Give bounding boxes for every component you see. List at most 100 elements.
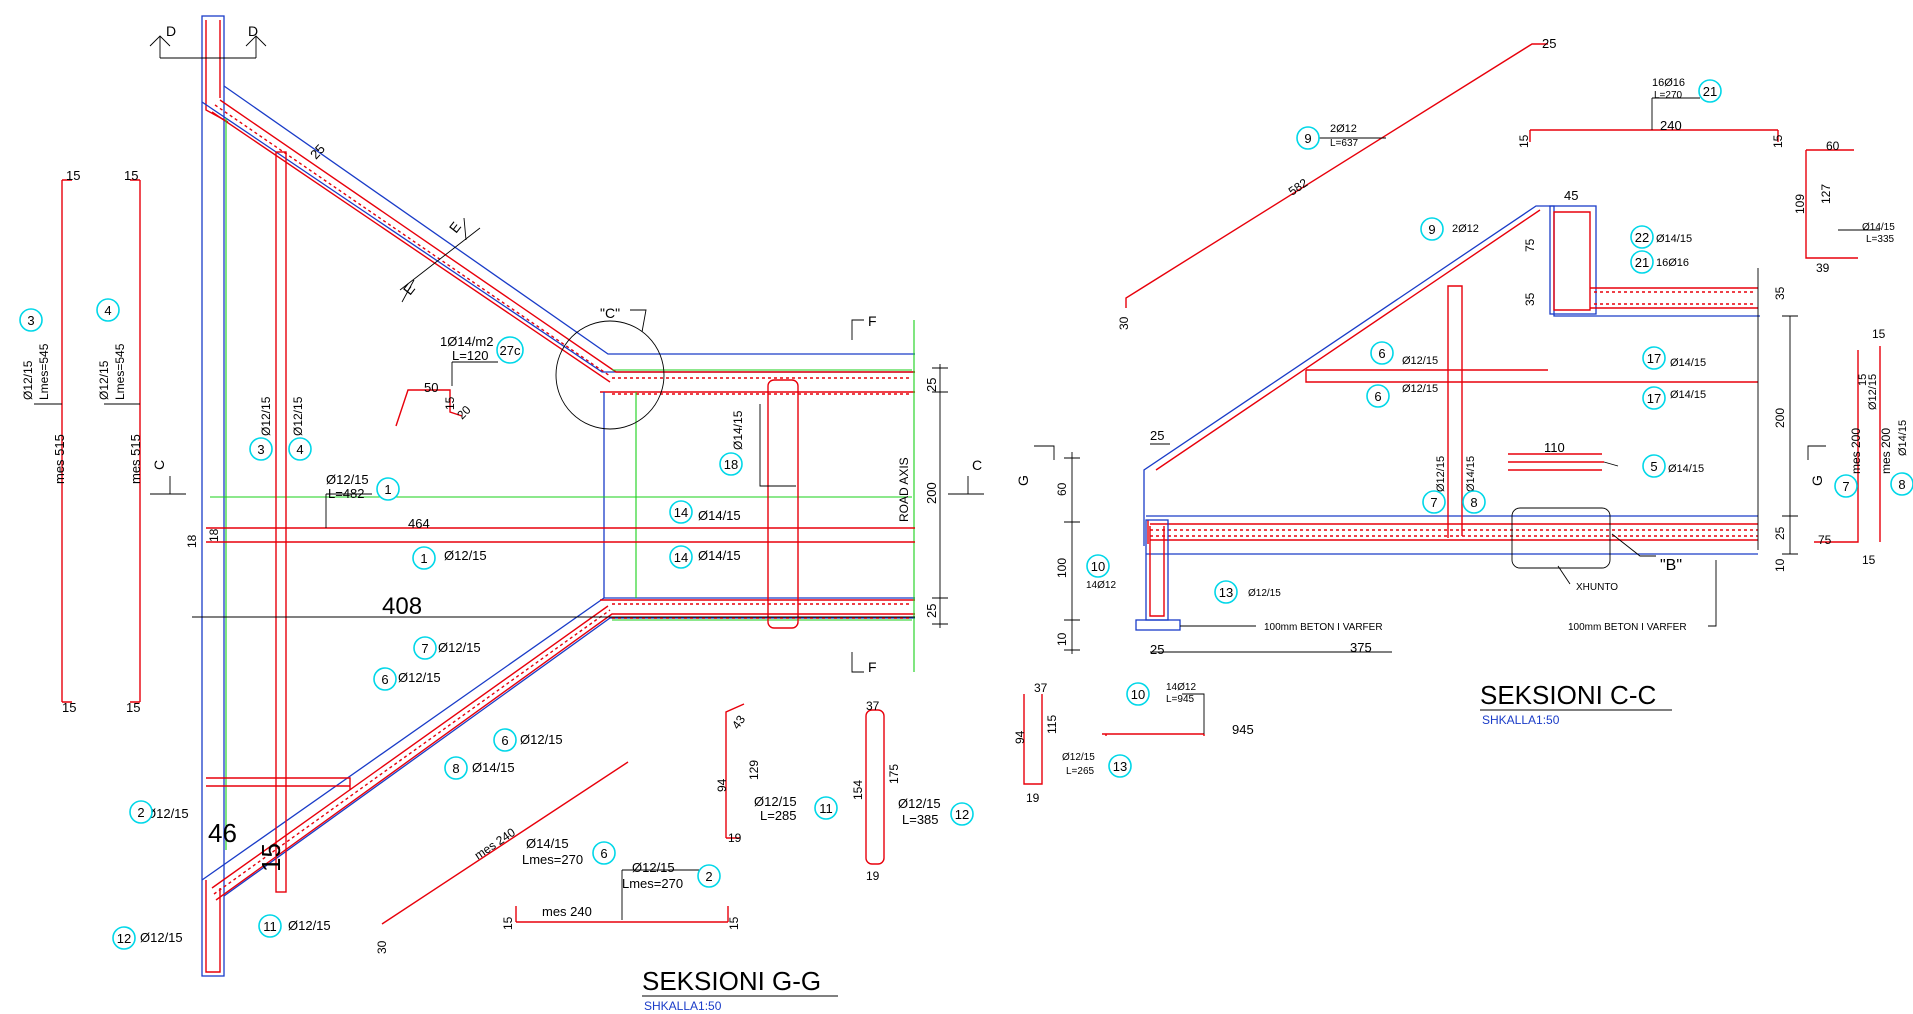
cut-c-left-marker xyxy=(150,476,186,495)
label-l385: L=385 xyxy=(902,812,939,827)
bubble-13-shape xyxy=(1108,754,1132,778)
bubble-14-top-text: 14 xyxy=(674,505,688,520)
label-10-leader xyxy=(1182,693,1205,734)
label-16d16-a: 16Ø16 xyxy=(1652,77,1685,89)
dim-25-right: 25 xyxy=(1773,526,1787,540)
dim-19-13: 19 xyxy=(1026,791,1040,805)
section-cc-scale: SHKALLA1:50 xyxy=(1482,713,1560,727)
label-d14-6: Ø14/15 xyxy=(526,836,569,851)
bubble-9-mid xyxy=(1420,217,1444,241)
label-mes240-diag: mes 240 xyxy=(472,825,518,863)
dim-110: 110 xyxy=(1544,440,1565,455)
label-d12-6a: Ø12/15 xyxy=(398,670,441,685)
shape-bar-13 xyxy=(1023,694,1043,785)
bubble-8-cc xyxy=(1462,490,1486,514)
bubble-6-shape xyxy=(592,841,616,865)
shape-bar-27c xyxy=(395,389,463,427)
dim-175: 175 xyxy=(887,764,901,784)
dim-15-78b: 15 xyxy=(1857,374,1869,386)
label-f-top: F xyxy=(868,313,877,329)
dim-25-top: 25 xyxy=(924,378,939,392)
label-d14-8-far: Ø14/15 xyxy=(1897,420,1909,456)
bubble-9-top xyxy=(1296,126,1320,150)
bubble-3-outer-text: 3 xyxy=(27,313,34,328)
dim-154: 154 xyxy=(851,780,865,800)
bubble-4-text: 4 xyxy=(296,442,303,457)
bubble-2-shape-text: 2 xyxy=(705,869,712,884)
section-gg-scale: SHKALLA1:50 xyxy=(644,999,722,1013)
label-d14-17c: Ø14/15 xyxy=(1862,222,1895,233)
label-18-leader xyxy=(759,404,796,487)
cc-wall-rebar xyxy=(1147,209,1541,544)
label-27c-leader xyxy=(451,361,498,386)
label-l120: L=120 xyxy=(452,348,489,363)
upper-slab-outline xyxy=(201,85,915,373)
foundation-rebar xyxy=(1149,526,1165,617)
label-d12-4: Ø12/15 xyxy=(291,396,305,436)
label-l637: L=637 xyxy=(1330,138,1359,149)
dim-15-78a: 15 xyxy=(1872,327,1886,341)
dim-19-12: 19 xyxy=(866,869,880,883)
label-d14-8: Ø14/15 xyxy=(472,760,515,775)
bubble-6-cc-a-text: 6 xyxy=(1378,346,1385,361)
dim-94-11: 94 xyxy=(715,778,729,792)
label-mes515-b: mes 515 xyxy=(128,434,143,484)
bubble-3 xyxy=(249,437,273,461)
bar-5 xyxy=(1508,453,1604,471)
dim-18-a: 18 xyxy=(185,534,199,548)
dim-39: 39 xyxy=(1816,261,1830,275)
label-lmes270-6: Lmes=270 xyxy=(522,852,583,867)
dim-240: 240 xyxy=(1660,118,1682,133)
bubble-1-bottom xyxy=(412,546,436,570)
bubble-13 xyxy=(1214,580,1238,604)
label-lmes545-bar4: Lmes=545 xyxy=(113,343,127,400)
label-g-left: G xyxy=(1015,475,1031,486)
dim-945: 945 xyxy=(1232,722,1254,737)
bubble-2-shape xyxy=(697,864,721,888)
label-d12-7-far: Ø12/15 xyxy=(1867,374,1879,410)
label-c-right: C xyxy=(972,457,982,473)
dim-15-far: 15 xyxy=(1862,553,1876,567)
bubble-14-top xyxy=(669,500,693,524)
dim-60: 60 xyxy=(1055,482,1069,496)
cut-c-right-marker xyxy=(948,476,984,495)
bubble-6-a xyxy=(373,667,397,691)
bubble-8-far-text: 8 xyxy=(1898,477,1905,492)
bar-2 xyxy=(206,777,351,790)
dim-100: 100 xyxy=(1055,558,1069,578)
label-14d12-b: 14Ø12 xyxy=(1166,682,1196,693)
detail-c-circle xyxy=(555,320,665,430)
section-gg-title: SEKSIONI G-G xyxy=(642,966,821,996)
bubble-22 xyxy=(1630,225,1654,249)
bubble-10-shape-text: 10 xyxy=(1131,687,1145,702)
dim-35-right: 35 xyxy=(1773,286,1787,300)
label-d12-1: Ø12/15 xyxy=(326,472,369,487)
dim-20-27c: 20 xyxy=(454,403,474,423)
dim-15-a: 15 xyxy=(66,168,80,183)
bubble-14-bottom xyxy=(669,545,693,569)
label-d14-17a: Ø14/15 xyxy=(1670,357,1706,369)
shape-bar-21 xyxy=(1529,129,1779,142)
bubble-27c xyxy=(496,336,524,364)
label-27c-spacing: 1Ø14/m2 xyxy=(440,334,493,349)
bubble-4-outer xyxy=(96,298,120,322)
dim-15-b: 15 xyxy=(124,168,138,183)
dim-25-cc: 25 xyxy=(1542,36,1556,51)
beton-pad xyxy=(1135,619,1181,631)
dim-25-base: 25 xyxy=(1150,642,1164,657)
bubble-8 xyxy=(444,756,468,780)
dim-75: 75 xyxy=(1523,238,1537,252)
dim-25-wall: 25 xyxy=(1150,428,1164,443)
label-g-right: G xyxy=(1809,475,1825,486)
dim-37-13: 37 xyxy=(1034,681,1048,695)
bubble-4 xyxy=(288,437,312,461)
label-d12-3: Ø12/15 xyxy=(259,396,273,436)
right-bubbles xyxy=(1086,79,1913,778)
bar-5-leader xyxy=(1603,461,1619,467)
bubble-11-shape xyxy=(814,796,838,820)
detail-b-box xyxy=(1511,507,1611,569)
label-road-axis: ROAD AXIS xyxy=(897,457,911,522)
label-beton-left: 100mm BETON I VARFER xyxy=(1264,622,1383,633)
bubble-7-far xyxy=(1834,474,1858,498)
cc-right-lines xyxy=(1708,268,1759,627)
